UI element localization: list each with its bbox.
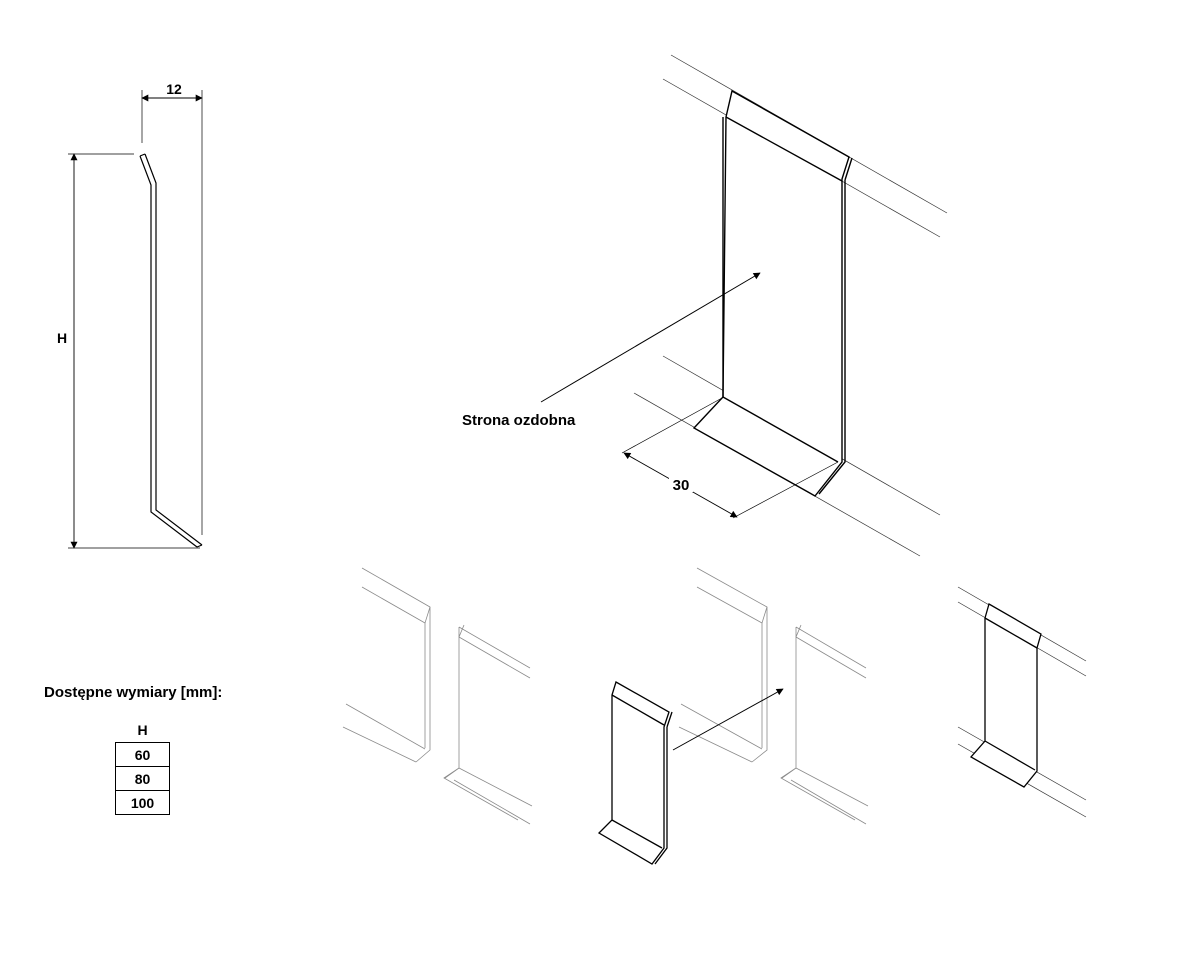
loose-end-cap [597, 681, 673, 865]
decor-side-leader [540, 272, 761, 403]
available-sizes-title: Dostępne wymiary [mm]: [44, 684, 223, 701]
height-dimension-label: H [57, 330, 67, 346]
mounting-step-gap [342, 567, 533, 825]
table-row: 60 [115, 742, 170, 767]
profile-view: 12 H [57, 81, 203, 549]
size-value: 80 [115, 766, 170, 791]
mounting-step-insert [597, 567, 869, 865]
profile-outline-inner [144, 153, 203, 546]
sizes-column-header: H [137, 722, 148, 738]
insert-direction-arrow [672, 688, 784, 751]
available-sizes-table: H 60 80 100 [115, 718, 170, 815]
decor-side-label: Strona ozdobna [462, 412, 576, 429]
size-value: 60 [115, 742, 170, 767]
mounting-step-installed [957, 586, 1087, 818]
end-cap-piece [692, 89, 853, 497]
size-value: 100 [115, 790, 170, 815]
width-dimension-label: 12 [166, 81, 182, 97]
table-row: 100 [115, 790, 170, 815]
table-row: 80 [115, 766, 170, 791]
depth-dimension-label: 30 [673, 477, 690, 494]
profile-outline [139, 155, 198, 548]
installed-end-cap [969, 603, 1042, 788]
main-isometric-view: Strona ozdobna 30 [462, 54, 948, 557]
